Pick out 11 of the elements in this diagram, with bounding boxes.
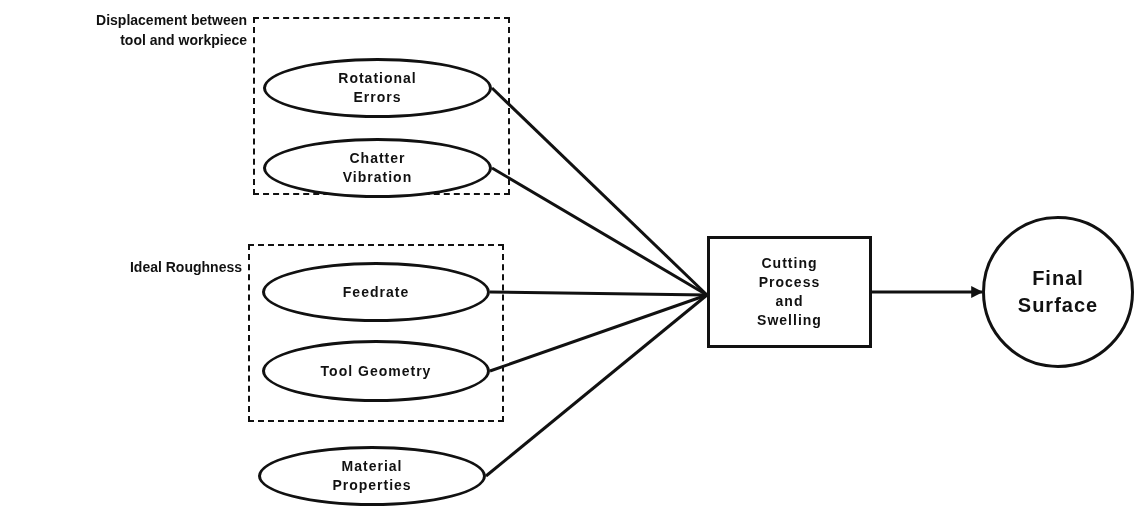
node-label: Final Surface (1016, 266, 1100, 318)
node-label: Material Properties (331, 457, 413, 495)
process-box (707, 236, 872, 348)
group-label: Ideal Roughness (128, 258, 242, 277)
connector-line (872, 286, 984, 298)
node-label: Rotational Errors (337, 69, 418, 107)
group-label: Displacement between tool and workpiece (95, 11, 247, 50)
node-label: Feedrate (341, 282, 411, 302)
node-label: Cutting Process and Swelling (756, 254, 823, 330)
node-label: Tool Geometry (319, 361, 433, 381)
node-label: Chatter Vibration (341, 149, 414, 187)
